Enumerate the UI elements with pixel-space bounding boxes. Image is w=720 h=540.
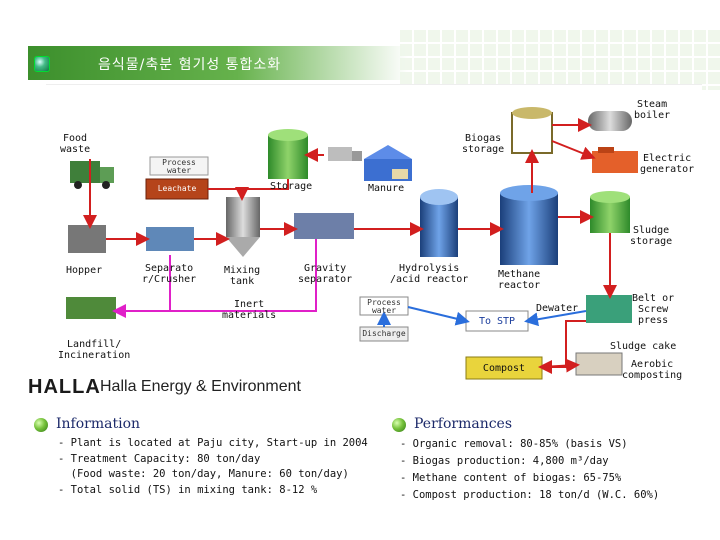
storage-label: Storage bbox=[270, 181, 313, 192]
mixing-tank-icon bbox=[226, 197, 260, 257]
information-item: - Total solid (TS) in mixing tank: 8-12 … bbox=[58, 483, 318, 496]
page-title: 음식물/축분 혐기성 통합소화 bbox=[98, 57, 282, 73]
process-flow-svg bbox=[66, 107, 638, 380]
steam-boiler-icon bbox=[588, 111, 632, 131]
header-bar: 음식물/축분 혐기성 통합소화 bbox=[28, 46, 408, 80]
process-diagram: Food waste Process water Leachate Storag… bbox=[46, 84, 702, 405]
sludge-storage-icon bbox=[590, 191, 630, 233]
sludge-cake-label: Sludge cake bbox=[610, 341, 677, 352]
gravity-separator-label: Gravity separator bbox=[298, 263, 353, 285]
performances-item: - Compost production: 18 ton/d (W.C. 60%… bbox=[400, 489, 660, 501]
inert-materials-label: Inert materials bbox=[222, 299, 277, 321]
process-water-top-box bbox=[149, 156, 209, 176]
decorative-grid bbox=[400, 30, 720, 90]
compost-label: Compost bbox=[482, 363, 526, 374]
electric-generator-label: Electric generator bbox=[640, 153, 695, 175]
manure-truck-icon bbox=[328, 147, 362, 161]
header-bullet-icon bbox=[34, 56, 50, 72]
electric-generator-icon bbox=[592, 147, 638, 173]
landfill-label: Landfill/ Incineration bbox=[58, 339, 131, 361]
discharge-label: Discharge bbox=[362, 329, 406, 338]
hydrolysis-reactor-label: Hydrolysis /acid reactor bbox=[390, 263, 469, 285]
dewater-label: Dewater bbox=[536, 303, 579, 314]
belt-press-icon bbox=[586, 295, 632, 323]
gravity-separator-icon bbox=[294, 213, 354, 239]
process-water-mid-label: Process water bbox=[367, 298, 401, 315]
separator-crusher-label: Separato r/Crusher bbox=[142, 263, 197, 285]
mixing-tank-label: Mixing tank bbox=[224, 265, 261, 287]
performances-title: Performances bbox=[414, 416, 513, 432]
biogas-storage-label: Biogas storage bbox=[462, 133, 505, 155]
methane-reactor-label: Methane reactor bbox=[498, 269, 541, 291]
performances-item: - Biogas production: 4,800 m³/day bbox=[400, 455, 609, 467]
information-item: (Food waste: 20 ton/day, Manure: 60 ton/… bbox=[58, 468, 349, 480]
steam-boiler-label: Steam boiler bbox=[634, 99, 671, 121]
methane-reactor-icon bbox=[500, 185, 558, 265]
to-stp-label: To STP bbox=[478, 316, 516, 327]
aerobic-composting-icon bbox=[575, 352, 623, 376]
leachate-label: Leachate bbox=[157, 184, 197, 193]
performances-item: - Organic removal: 80-85% (basis VS) bbox=[400, 438, 628, 450]
performances-item: - Methane content of biogas: 65-75% bbox=[400, 472, 622, 484]
food-waste-truck-icon bbox=[70, 161, 114, 189]
food-waste-label: Food waste bbox=[60, 133, 91, 155]
information-bullet-icon bbox=[34, 418, 48, 432]
information-item: - Treatment Capacity: 80 ton/day bbox=[58, 452, 261, 465]
performances-list: - Organic removal: 80-85% (basis VS) - B… bbox=[400, 436, 659, 504]
information-list: - Plant is located at Paju city, Start-u… bbox=[58, 436, 368, 498]
halla-logo-word: HALLA bbox=[28, 376, 101, 398]
performances-bullet-icon bbox=[392, 418, 406, 432]
storage-tank-icon bbox=[268, 129, 308, 179]
sludge-storage-label: Sludge storage bbox=[630, 225, 673, 247]
information-item: - Plant is located at Paju city, Start-u… bbox=[58, 437, 368, 449]
belt-press-label: Belt or Screw press bbox=[632, 293, 675, 326]
manure-label: Manure bbox=[368, 183, 405, 194]
hydrolysis-reactor-icon bbox=[420, 189, 458, 257]
biogas-storage-icon bbox=[511, 107, 553, 154]
hopper-icon bbox=[68, 225, 106, 253]
aerobic-composting-label: Aerobic composting bbox=[622, 359, 683, 381]
separator-crusher-icon bbox=[146, 227, 194, 251]
hopper-label: Hopper bbox=[66, 265, 103, 276]
information-title: Information bbox=[56, 416, 141, 432]
landfill-container-icon bbox=[66, 297, 116, 319]
process-water-top-label: Process water bbox=[162, 158, 196, 175]
barn-icon bbox=[364, 145, 412, 181]
halla-logo-tagline: Halla Energy & Environment bbox=[100, 378, 301, 395]
